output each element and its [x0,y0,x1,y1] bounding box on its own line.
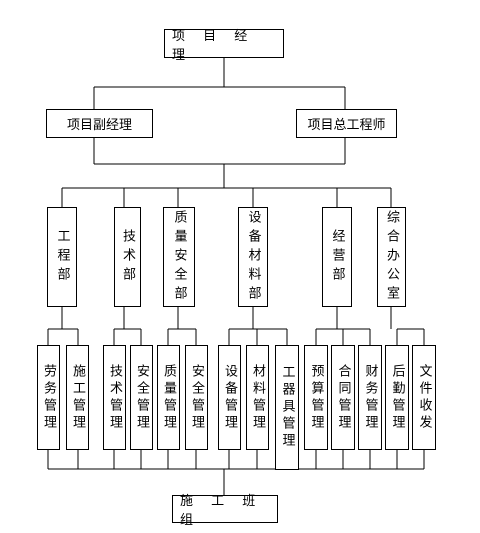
unit-label: 安全管理 [189,363,204,432]
department-label: 设备材料部 [245,209,261,305]
department-label: 经营部 [329,228,345,286]
unit-equipment-management: 设备管理 [218,345,241,450]
department-label: 综合办公室 [384,209,399,305]
chief-engineer-label: 项目总工程师 [307,118,386,133]
unit-technical-management: 技术管理 [103,345,126,450]
unit-label: 工器具管理 [279,365,295,450]
unit-document-handling: 文件收发 [412,345,436,450]
department-quality-safety: 质量安全部 [163,207,195,307]
unit-label: 材料管理 [250,363,265,432]
department-label: 工程部 [54,228,70,286]
unit-safety-management: 安全管理 [130,345,153,450]
department-label: 技术部 [120,228,135,286]
unit-finance-management: 财务管理 [358,345,382,450]
unit-label: 施工管理 [70,363,85,432]
unit-label: 设备管理 [222,363,237,432]
unit-label: 合同管理 [335,363,351,432]
unit-budget-management: 预算管理 [304,345,328,450]
department-engineering: 工程部 [47,207,77,307]
unit-quality-management: 质量管理 [157,345,180,450]
deputy-manager-box: 项目副经理 [46,109,153,138]
unit-label: 预算管理 [308,363,324,432]
unit-label: 安全管理 [134,363,149,432]
project-manager-label: 项 目 经 理 [172,28,255,63]
chief-engineer-box: 项目总工程师 [296,109,397,138]
deputy-manager-label: 项目副经理 [66,118,132,133]
unit-label: 文件收发 [416,363,432,432]
unit-tools-management: 工器具管理 [275,345,299,470]
unit-label: 质量管理 [161,363,176,432]
unit-contract-management: 合同管理 [331,345,355,450]
department-general-office: 综合办公室 [377,207,406,307]
unit-safety-management-2: 安全管理 [185,345,208,450]
unit-materials-management: 材料管理 [246,345,269,450]
unit-logistics-management: 后勤管理 [385,345,409,450]
department-label: 质量安全部 [171,209,187,305]
unit-label: 后勤管理 [389,363,405,432]
department-business: 经营部 [322,207,352,307]
project-manager-box: 项 目 经 理 [164,29,284,63]
construction-team-label: 施 工 班 组 [180,494,263,528]
unit-label: 劳务管理 [41,363,56,432]
unit-construction-management: 施工管理 [66,345,89,450]
unit-label: 技术管理 [107,363,122,432]
unit-labor-management: 劳务管理 [37,345,60,450]
department-equipment-materials: 设备材料部 [238,207,268,307]
department-technology: 技术部 [114,207,141,307]
unit-label: 财务管理 [362,363,378,432]
construction-team-box: 施 工 班 组 [172,494,278,528]
